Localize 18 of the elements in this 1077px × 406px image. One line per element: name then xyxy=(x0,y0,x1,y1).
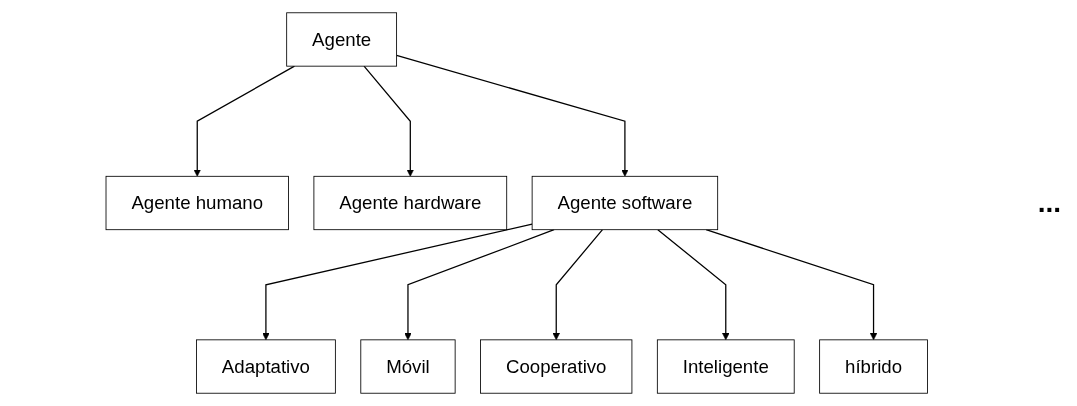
ellipsis-note: ... xyxy=(1037,187,1061,219)
node-box: híbrido xyxy=(819,339,928,394)
node-box: Inteligente xyxy=(657,339,795,394)
node-box: Adaptativo xyxy=(196,339,336,394)
arrow xyxy=(193,65,296,177)
arrow xyxy=(396,54,629,177)
node-box: Móvil xyxy=(360,339,456,394)
arrow xyxy=(552,229,604,341)
arrow xyxy=(657,229,730,341)
node-box: Agente xyxy=(286,12,398,67)
arrow xyxy=(404,229,555,341)
arrow xyxy=(705,229,878,341)
node-box: Agente hardware xyxy=(313,175,508,231)
node-box: Agente humano xyxy=(105,175,289,231)
arrow xyxy=(262,223,533,341)
node-box: Agente software xyxy=(531,175,719,231)
arrow xyxy=(363,65,415,177)
node-box: Cooperativo xyxy=(480,339,633,394)
